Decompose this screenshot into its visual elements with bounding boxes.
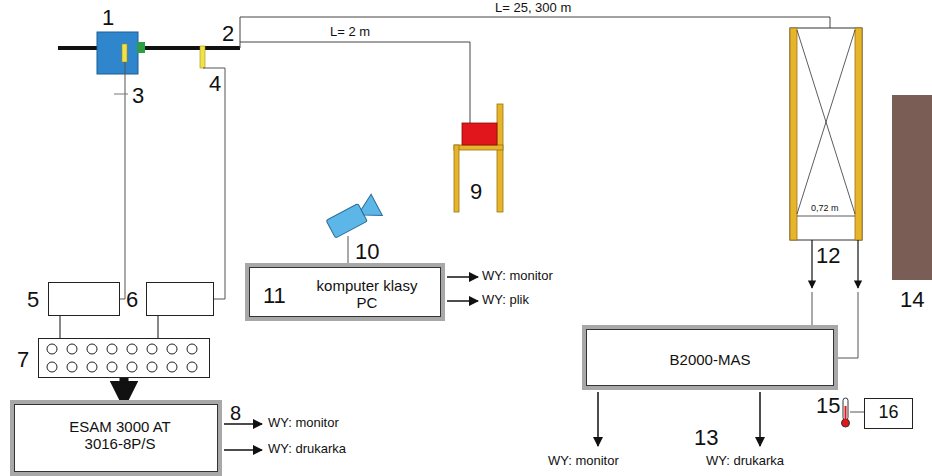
output-arrow xyxy=(447,300,478,302)
dimension-line xyxy=(240,42,470,124)
gate-post xyxy=(790,28,797,240)
callout-number: 12 xyxy=(816,244,840,268)
output-arrow xyxy=(447,276,478,278)
callout-number: 15 xyxy=(816,394,840,418)
callout-number: 9 xyxy=(470,180,482,204)
callout-number: 13 xyxy=(694,425,718,450)
output-arrow xyxy=(597,392,599,446)
sensor-housing xyxy=(97,32,138,74)
green-cap xyxy=(137,42,145,53)
rod xyxy=(58,46,240,50)
output-label: WY: monitor xyxy=(268,416,339,430)
target-box xyxy=(462,123,497,145)
output-arrow xyxy=(224,423,262,425)
connector-strip: 7 xyxy=(38,338,210,378)
thermometer xyxy=(842,398,850,427)
signal-wire xyxy=(158,316,159,338)
dimension-label: 0,72 m xyxy=(810,204,840,214)
callout-number: 11 xyxy=(263,283,286,308)
callout-number: 4 xyxy=(209,72,221,96)
callout-number: 1 xyxy=(102,6,114,30)
callout-number: 2 xyxy=(222,22,234,46)
output-label: WY: plik xyxy=(482,293,529,307)
output-label: WY: drukarka xyxy=(706,454,784,468)
sensor-box: 16 xyxy=(864,398,913,429)
signal-box: 6 xyxy=(146,282,214,316)
dimension-label: L= 25, 300 m xyxy=(495,1,571,15)
callout-number: 5 xyxy=(27,287,39,312)
sensor-4 xyxy=(200,46,205,68)
output-arrow xyxy=(759,392,761,446)
video-camera xyxy=(325,194,382,240)
callout-number: 8 xyxy=(230,402,241,425)
dimension-label: L= 2 m xyxy=(330,25,370,39)
gate-cross xyxy=(797,30,855,214)
output-label: WY: monitor xyxy=(482,269,553,283)
output-arrow xyxy=(224,449,262,451)
signal-wire xyxy=(850,412,864,413)
signal-wire xyxy=(120,62,125,299)
sensor-3 xyxy=(122,44,127,62)
output-label: WY: drukarka xyxy=(268,442,346,456)
light-gate xyxy=(790,28,862,240)
signal-wire xyxy=(60,316,61,338)
camera-cable xyxy=(348,236,349,263)
callout-number: 14 xyxy=(900,288,924,312)
gate-arrow xyxy=(857,240,858,288)
callout-number: 6 xyxy=(126,287,138,312)
callout-number: 3 xyxy=(132,84,144,108)
stand-post xyxy=(497,104,503,212)
wall xyxy=(892,95,932,280)
data-arrow xyxy=(120,378,129,398)
socket-row xyxy=(47,344,197,372)
callout-number: 16 xyxy=(865,402,912,423)
dimension-line xyxy=(797,216,855,217)
device-name: B2000-MAS xyxy=(586,351,834,368)
device-name: ESAM 3000 AT 3016-8P/S xyxy=(54,418,186,453)
device-name: komputer klasy PC xyxy=(307,277,427,312)
computer-box: 11 komputer klasy PC xyxy=(245,263,445,321)
output-label: WY: monitor xyxy=(548,454,619,468)
gate-cross xyxy=(797,30,855,214)
gate-post xyxy=(855,28,862,240)
callout-number: 10 xyxy=(355,240,379,264)
dimension-line xyxy=(240,17,830,48)
gate-arrow xyxy=(811,240,812,288)
stand-shelf xyxy=(454,145,503,150)
stand-leg xyxy=(454,145,459,212)
leader-line xyxy=(114,94,128,95)
signal-wire xyxy=(812,292,813,325)
recorder-box: ESAM 3000 AT 3016-8P/S8 xyxy=(10,400,222,476)
signal-box: 5 xyxy=(48,282,120,316)
signal-wire xyxy=(203,68,225,299)
timer-box: B2000-MAS13 xyxy=(582,325,838,390)
callout-number: 7 xyxy=(17,347,29,372)
